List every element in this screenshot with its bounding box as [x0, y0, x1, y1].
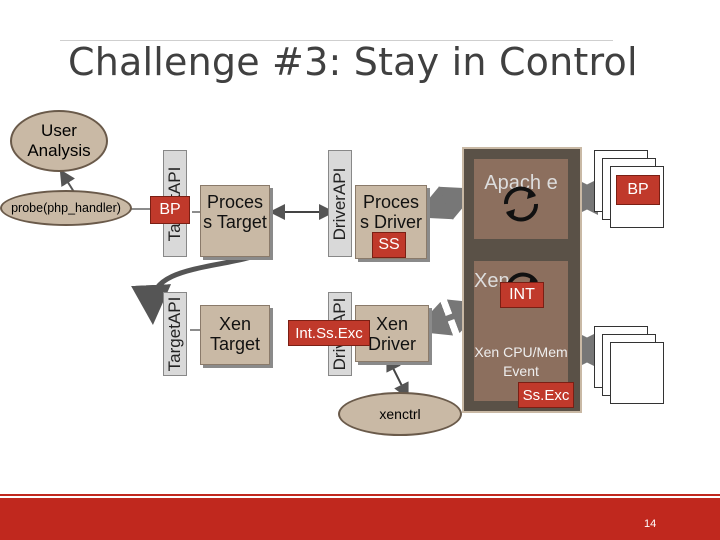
process-driver-label: Proces s Driver — [360, 192, 422, 232]
apache-label: Apach e — [484, 172, 558, 194]
bp-left-badge: BP — [150, 196, 190, 224]
int-badge: INT — [500, 282, 544, 308]
xen-cpu-label: Xen CPU/Mem Event — [474, 343, 568, 381]
driver-apache-arrow — [413, 186, 479, 220]
page-number: 14 — [644, 518, 657, 530]
probe-label: probe(php_handler) — [11, 201, 121, 215]
footer-line — [0, 494, 720, 496]
page-title: Challenge #3: Stay in Control — [68, 40, 638, 84]
vm-panel: Apach e Xen Xen CPU/Mem Event — [462, 147, 582, 413]
user-analysis-label: User Analysis — [27, 121, 91, 160]
target-api-bottom-label: TargetAPI — [165, 296, 184, 372]
xenctrl-node: xenctrl — [338, 392, 462, 436]
int-ss-exc-left-badge: Int.Ss.Exc — [288, 320, 370, 346]
user-analysis-node: User Analysis — [10, 110, 108, 172]
footer-bar — [0, 498, 720, 540]
process-target-node: Proces s Target — [200, 185, 270, 257]
target-api-bottom: TargetAPI — [163, 292, 187, 376]
xendriver-xenctrl-arrow — [386, 354, 409, 400]
driver-api-top-label: DriverAPI — [330, 167, 349, 240]
xenctrl-label: xenctrl — [379, 406, 421, 422]
xen-target-label: Xen Target — [209, 314, 261, 354]
xen-driver-label: Xen Driver — [368, 314, 416, 354]
process-target-label: Proces s Target — [203, 192, 267, 232]
title-rule — [60, 40, 613, 41]
apache-node: Apach e — [474, 159, 568, 239]
xen-target-node: Xen Target — [200, 305, 270, 365]
ss-badge: SS — [372, 232, 406, 258]
refresh-cycle-icon — [503, 186, 539, 222]
bp-right-badge: BP — [616, 175, 660, 205]
driver-api-top: DriverAPI — [328, 150, 352, 257]
xen-cpu-text: Xen CPU/Mem Event — [474, 344, 568, 379]
page-stack-bottom-1 — [610, 342, 664, 404]
probe-node: probe(php_handler) — [0, 190, 132, 226]
ss-exc-right-badge: Ss.Exc — [518, 382, 574, 408]
